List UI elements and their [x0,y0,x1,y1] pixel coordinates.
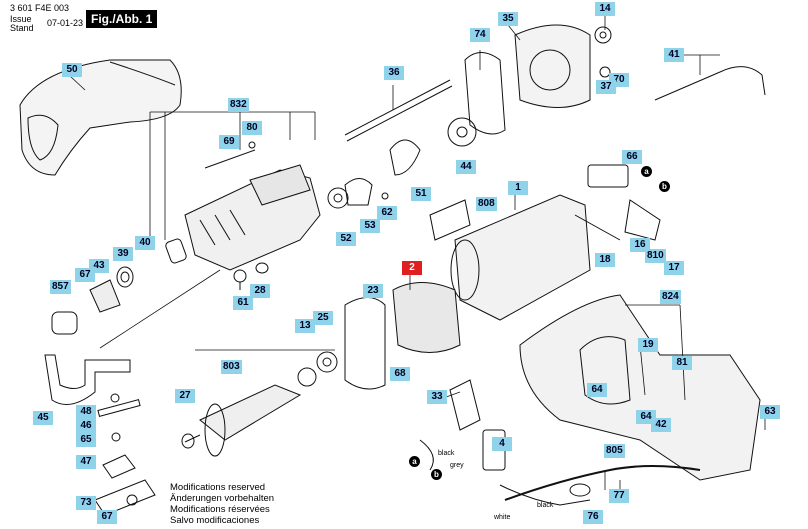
note-en: Modifications reserved [170,482,266,493]
part-label-48[interactable]: 48 [76,405,96,419]
part-label-61[interactable]: 61 [233,296,253,310]
modification-notes: Modifications reserved Änderungen vorbeh… [170,482,274,526]
part-label-52[interactable]: 52 [336,232,356,246]
connector-a-bottom: a [409,456,420,467]
connector-b-bottom: b [431,469,442,480]
part-label-16[interactable]: 16 [630,238,650,252]
part-label-77[interactable]: 77 [609,489,629,503]
doc-number: 3 601 F4E 003 [10,3,70,13]
wire-label-black-cord: black [537,502,554,509]
part-label-47[interactable]: 47 [76,455,96,469]
part-label-832[interactable]: 832 [228,98,249,112]
part-label-39[interactable]: 39 [113,247,133,261]
part-label-23[interactable]: 23 [363,284,383,298]
part-label-46[interactable]: 46 [76,419,96,433]
part-label-66[interactable]: 66 [622,150,642,164]
part-label-65[interactable]: 65 [76,433,96,447]
wire-label-black: black [438,450,455,457]
part-label-25[interactable]: 25 [313,311,333,325]
part-label-64-upper[interactable]: 64 [587,383,607,397]
connector-b-top: b [659,181,670,192]
stand-label: Stand [10,23,34,33]
part-label-81[interactable]: 81 [672,356,692,370]
part-label-76[interactable]: 76 [583,510,603,524]
part-label-42[interactable]: 42 [651,418,671,432]
part-label-1[interactable]: 1 [508,181,528,195]
part-label-41[interactable]: 41 [664,48,684,62]
part-label-810[interactable]: 810 [645,249,666,263]
part-label-19[interactable]: 19 [638,338,658,352]
part-label-50[interactable]: 50 [62,63,82,77]
part-label-67[interactable]: 67 [75,268,95,282]
date: 07-01-23 [47,18,84,28]
part-label-13[interactable]: 13 [295,319,315,333]
part-label-63[interactable]: 63 [760,405,780,419]
part-label-36[interactable]: 36 [384,66,404,80]
part-label-40[interactable]: 40 [135,236,155,250]
part-label-803[interactable]: 803 [221,360,242,374]
part-label-857[interactable]: 857 [50,280,71,294]
wire-label-white: white [494,514,511,521]
part-label-2[interactable]: 2 [402,261,422,275]
part-label-45[interactable]: 45 [33,411,53,425]
part-label-27[interactable]: 27 [175,389,195,403]
part-label-14[interactable]: 14 [595,2,615,16]
part-label-808[interactable]: 808 [476,197,497,211]
note-es: Salvo modificaciones [170,515,260,526]
note-fr: Modifications réservées [170,504,270,515]
part-label-51[interactable]: 51 [411,187,431,201]
part-label-74[interactable]: 74 [470,28,490,42]
part-label-4[interactable]: 4 [492,437,512,451]
part-label-18[interactable]: 18 [595,253,615,267]
part-label-73[interactable]: 73 [76,496,96,510]
connector-a-top: a [641,166,652,177]
issue-label: Issue [10,14,32,24]
part-label-68[interactable]: 68 [390,367,410,381]
part-label-67-lower[interactable]: 67 [97,510,117,524]
part-label-805[interactable]: 805 [604,444,625,458]
part-label-824[interactable]: 824 [660,290,681,304]
part-label-17[interactable]: 17 [664,261,684,275]
part-label-28[interactable]: 28 [250,284,270,298]
part-label-37[interactable]: 37 [596,80,616,94]
part-label-33[interactable]: 33 [427,390,447,404]
part-label-53[interactable]: 53 [360,219,380,233]
part-label-44[interactable]: 44 [456,160,476,174]
part-label-35[interactable]: 35 [498,12,518,26]
wire-label-grey: grey [450,462,464,469]
part-label-80[interactable]: 80 [242,121,262,135]
part-label-69[interactable]: 69 [219,135,239,149]
note-de: Änderungen vorbehalten [170,493,275,504]
part-label-62[interactable]: 62 [377,206,397,220]
figure-label: Fig./Abb. 1 [86,10,158,28]
